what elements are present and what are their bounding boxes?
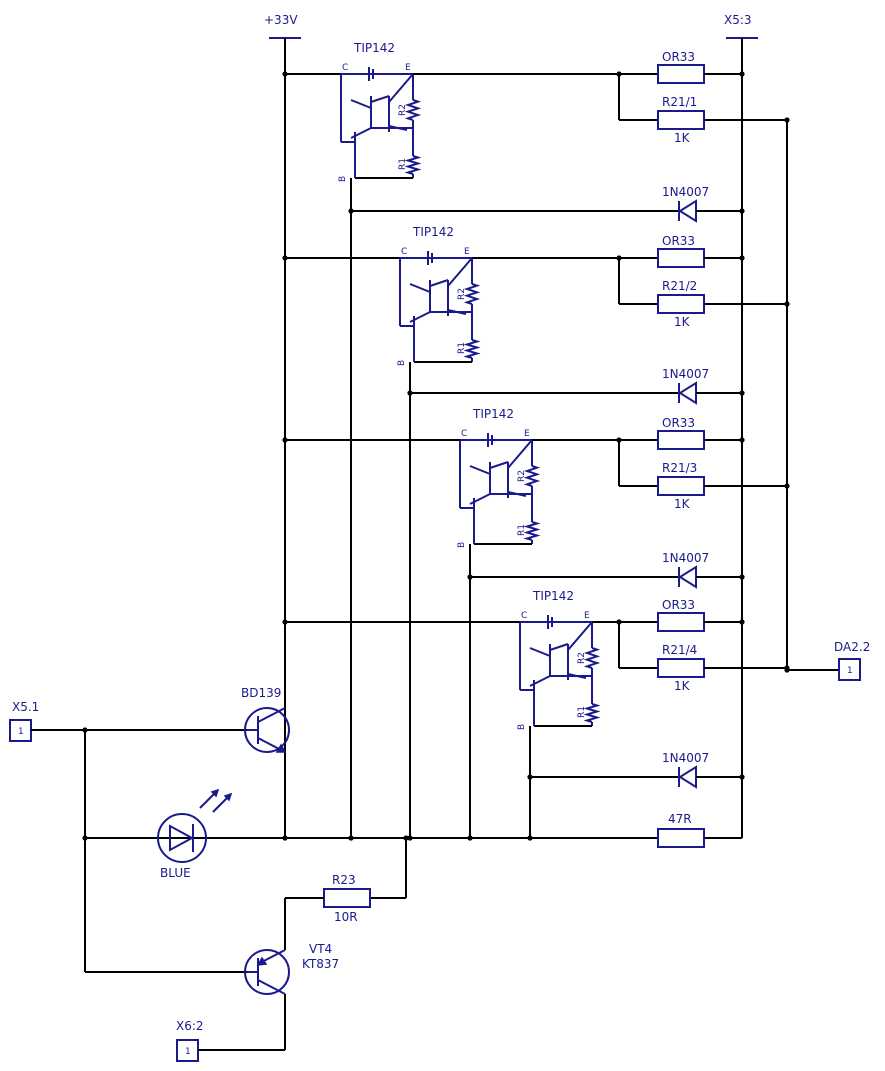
stage-4-resistor-value: 1K bbox=[674, 679, 691, 693]
stage-3-pin-c: C bbox=[461, 429, 467, 439]
stage-1-pin-c: C bbox=[342, 63, 348, 73]
connector-x51-pin: 1 bbox=[18, 727, 24, 737]
stage-2-resistor-label: R21/2 bbox=[662, 279, 697, 293]
led-blue-label: BLUE bbox=[160, 866, 191, 880]
stage-3-r1-label: R1 bbox=[517, 524, 527, 536]
stage-2-shunt-label: OR33 bbox=[662, 234, 695, 248]
connector-x51: X5.1 1 bbox=[9, 700, 247, 973]
stage-4-pin-b: B bbox=[517, 724, 527, 730]
rail-x53-label: X5:3 bbox=[724, 13, 752, 27]
resistor-47r-label: 47R bbox=[668, 812, 692, 826]
stage-4-resistor-label: R21/4 bbox=[662, 643, 697, 657]
stage-4-r1-label: R1 bbox=[577, 706, 587, 718]
connector-x62: X6:2 1 bbox=[176, 1019, 285, 1062]
stage-3-resistor-label: R21/3 bbox=[662, 461, 697, 475]
stage-1-shunt-label: OR33 bbox=[662, 50, 695, 64]
stage-2-r2-label: R2 bbox=[457, 288, 467, 300]
connector-da22: DA2.2 1 bbox=[784, 640, 870, 681]
led-blue: BLUE bbox=[157, 788, 233, 880]
stage-2-pin-b: B bbox=[397, 360, 407, 366]
stage-4-transistor-label: TIP142 bbox=[532, 589, 574, 603]
stage-4-r2-label: R2 bbox=[577, 652, 587, 664]
transistor-vt4-type: KT837 bbox=[302, 957, 339, 971]
stage-2-pin-c: C bbox=[401, 247, 407, 257]
connector-x62-label: X6:2 bbox=[176, 1019, 204, 1033]
stage-3-shunt-label: OR33 bbox=[662, 416, 695, 430]
transistor-vt4: VT4 KT837 bbox=[244, 942, 339, 1050]
resistor-r23-value: 10R bbox=[334, 910, 358, 924]
stage-3-transistor-label: TIP142 bbox=[472, 407, 514, 421]
stage-2-transistor-label: TIP142 bbox=[412, 225, 454, 239]
connector-x51-label: X5.1 bbox=[12, 700, 39, 714]
transistor-bd139: BD139 bbox=[241, 686, 290, 753]
transistor-vt4-label: VT4 bbox=[309, 942, 332, 956]
transistor-bd139-label: BD139 bbox=[241, 686, 281, 700]
connector-da22-label: DA2.2 bbox=[834, 640, 870, 654]
stage-3-diode-label: 1N4007 bbox=[662, 551, 709, 565]
stage-1-pin-e: E bbox=[405, 63, 411, 73]
connector-da22-pin: 1 bbox=[847, 666, 853, 676]
stage-4-diode-label: 1N4007 bbox=[662, 751, 709, 765]
stage-3-resistor-value: 1K bbox=[674, 497, 691, 511]
stage-3-pin-b: B bbox=[457, 542, 467, 548]
supply-33v-label: +33V bbox=[264, 13, 298, 27]
resistor-47r: 47R bbox=[657, 812, 705, 848]
stage-3-pin-e: E bbox=[524, 429, 530, 439]
stage-2-pin-e: E bbox=[464, 247, 470, 257]
stage-1-transistor-label: TIP142 bbox=[353, 41, 395, 55]
stage-1-pin-b: B bbox=[338, 176, 348, 182]
stage-2-diode-label: 1N4007 bbox=[662, 367, 709, 381]
stage-1-resistor-label: R21/1 bbox=[662, 95, 697, 109]
resistor-r23-label: R23 bbox=[332, 873, 356, 887]
stage-1-resistor-value: 1K bbox=[674, 131, 691, 145]
stage-4-pin-c: C bbox=[521, 611, 527, 621]
stage-2-resistor-value: 1K bbox=[674, 315, 691, 329]
stage-3-r2-label: R2 bbox=[517, 470, 527, 482]
stage-1-diode-label: 1N4007 bbox=[662, 185, 709, 199]
stage-4-shunt-label: OR33 bbox=[662, 598, 695, 612]
rail-x53-symbol: X5:3 bbox=[724, 13, 758, 838]
connector-x62-pin: 1 bbox=[185, 1047, 191, 1057]
stage-2-r1-label: R1 bbox=[457, 342, 467, 354]
stage-4-pin-e: E bbox=[584, 611, 590, 621]
resistor-r23: R23 10R bbox=[284, 835, 409, 950]
stage-1-r1-label: R1 bbox=[398, 158, 408, 170]
stage-1-r2-label: R2 bbox=[398, 104, 408, 116]
